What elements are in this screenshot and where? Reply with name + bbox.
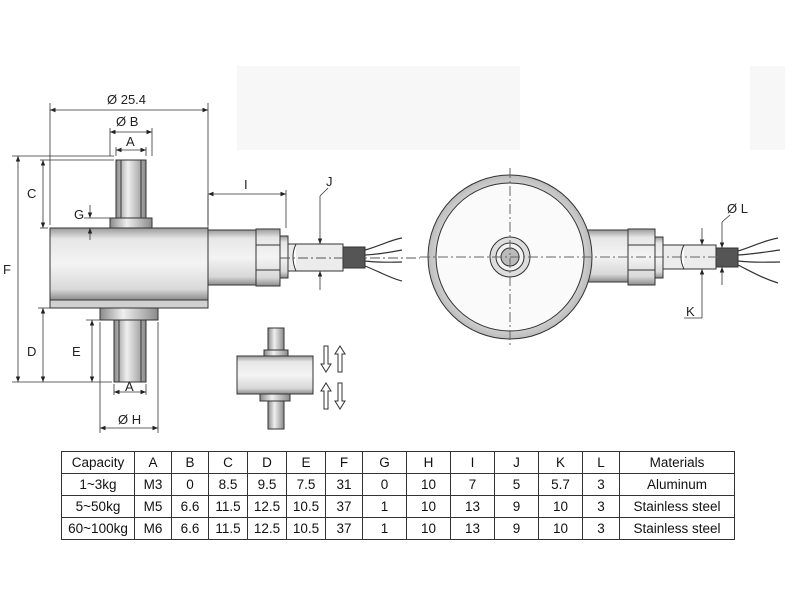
cell-k: 10 bbox=[538, 517, 583, 540]
table-row: 60~100kg M6 6.6 11.5 12.5 10.5 37 1 10 1… bbox=[61, 517, 735, 540]
header-e: E bbox=[286, 451, 326, 474]
label-a-bottom: A bbox=[125, 379, 134, 394]
header-h: H bbox=[406, 451, 451, 474]
cell-materials: Stainless steel bbox=[619, 517, 735, 540]
label-k: K bbox=[686, 304, 695, 319]
cell-f: 37 bbox=[325, 495, 363, 518]
cell-materials: Aluminum bbox=[619, 473, 735, 496]
cell-d: 9.5 bbox=[247, 473, 287, 496]
header-b: B bbox=[171, 451, 209, 474]
load-cell-drawing: Ø 25.4 Ø B A C G F D E A Ø H I J bbox=[3, 66, 785, 433]
cell-b: 0 bbox=[171, 473, 209, 496]
label-j: J bbox=[326, 174, 333, 189]
cell-j: 9 bbox=[494, 495, 539, 518]
header-k: K bbox=[538, 451, 583, 474]
label-d: D bbox=[27, 344, 36, 359]
cell-f: 37 bbox=[325, 517, 363, 540]
label-diameter-25-4: Ø 25.4 bbox=[107, 92, 146, 107]
cell-g: 1 bbox=[362, 517, 407, 540]
cell-c: 11.5 bbox=[208, 517, 248, 540]
cell-g: 1 bbox=[362, 495, 407, 518]
label-f: F bbox=[3, 262, 11, 277]
cell-capacity: 5~50kg bbox=[61, 495, 135, 518]
header-f: F bbox=[325, 451, 363, 474]
cell-k: 5.7 bbox=[538, 473, 583, 496]
top-view-dimensions bbox=[663, 214, 731, 319]
cell-c: 8.5 bbox=[208, 473, 248, 496]
side-view-dimensions bbox=[12, 103, 329, 433]
dimension-table: Capacity A B C D E F G H I J K L Materia… bbox=[61, 451, 735, 540]
table-row: 1~3kg M3 0 8.5 9.5 7.5 31 0 10 7 5 5.7 3… bbox=[61, 473, 735, 496]
cell-capacity: 1~3kg bbox=[61, 473, 135, 496]
cell-d: 12.5 bbox=[247, 517, 287, 540]
cell-a: M6 bbox=[134, 517, 172, 540]
header-g: G bbox=[362, 451, 407, 474]
header-l: L bbox=[582, 451, 620, 474]
cell-l: 3 bbox=[582, 473, 620, 496]
cell-a: M3 bbox=[134, 473, 172, 496]
background-panel bbox=[750, 66, 785, 150]
label-e: E bbox=[72, 344, 81, 359]
cell-j: 9 bbox=[494, 517, 539, 540]
cell-b: 6.6 bbox=[171, 495, 209, 518]
cell-l: 3 bbox=[582, 495, 620, 518]
label-diameter-b: Ø B bbox=[116, 114, 138, 129]
cell-h: 10 bbox=[406, 495, 451, 518]
load-direction-view bbox=[236, 327, 314, 430]
top-view bbox=[420, 168, 781, 345]
cell-e: 10.5 bbox=[286, 495, 326, 518]
label-c: C bbox=[27, 186, 36, 201]
cell-g: 0 bbox=[362, 473, 407, 496]
background-panel bbox=[237, 66, 520, 150]
header-i: I bbox=[450, 451, 495, 474]
side-view bbox=[49, 159, 420, 383]
cell-h: 10 bbox=[406, 473, 451, 496]
table-row: 5~50kg M5 6.6 11.5 12.5 10.5 37 1 10 13 … bbox=[61, 495, 735, 518]
cell-b: 6.6 bbox=[171, 517, 209, 540]
cell-i: 7 bbox=[450, 473, 495, 496]
cell-i: 13 bbox=[450, 495, 495, 518]
label-g: G bbox=[74, 207, 84, 222]
header-c: C bbox=[208, 451, 248, 474]
cell-f: 31 bbox=[325, 473, 363, 496]
cell-d: 12.5 bbox=[247, 495, 287, 518]
cell-e: 7.5 bbox=[286, 473, 326, 496]
label-diameter-l: Ø L bbox=[727, 201, 748, 216]
header-materials: Materials bbox=[619, 451, 735, 474]
main-body bbox=[49, 227, 209, 301]
header-d: D bbox=[247, 451, 287, 474]
label-diameter-h: Ø H bbox=[118, 412, 141, 427]
bottom-plate bbox=[49, 299, 209, 309]
cell-materials: Stainless steel bbox=[619, 495, 735, 518]
cell-a: M5 bbox=[134, 495, 172, 518]
label-a-top: A bbox=[126, 134, 135, 149]
top-stud-collar bbox=[109, 217, 153, 229]
cell-e: 10.5 bbox=[286, 517, 326, 540]
label-i: I bbox=[244, 177, 248, 192]
cell-l: 3 bbox=[582, 517, 620, 540]
cable-nut bbox=[255, 228, 281, 287]
cable-gland bbox=[207, 229, 257, 286]
table-header-row: Capacity A B C D E F G H I J K L Materia… bbox=[61, 451, 735, 474]
header-a: A bbox=[134, 451, 172, 474]
cell-i: 13 bbox=[450, 517, 495, 540]
cell-c: 11.5 bbox=[208, 495, 248, 518]
header-j: J bbox=[494, 451, 539, 474]
load-arrows-icon bbox=[320, 345, 346, 410]
cell-capacity: 60~100kg bbox=[61, 517, 135, 540]
cell-h: 10 bbox=[406, 517, 451, 540]
cell-j: 5 bbox=[494, 473, 539, 496]
cell-k: 10 bbox=[538, 495, 583, 518]
header-capacity: Capacity bbox=[61, 451, 135, 474]
bottom-collar bbox=[99, 307, 159, 321]
